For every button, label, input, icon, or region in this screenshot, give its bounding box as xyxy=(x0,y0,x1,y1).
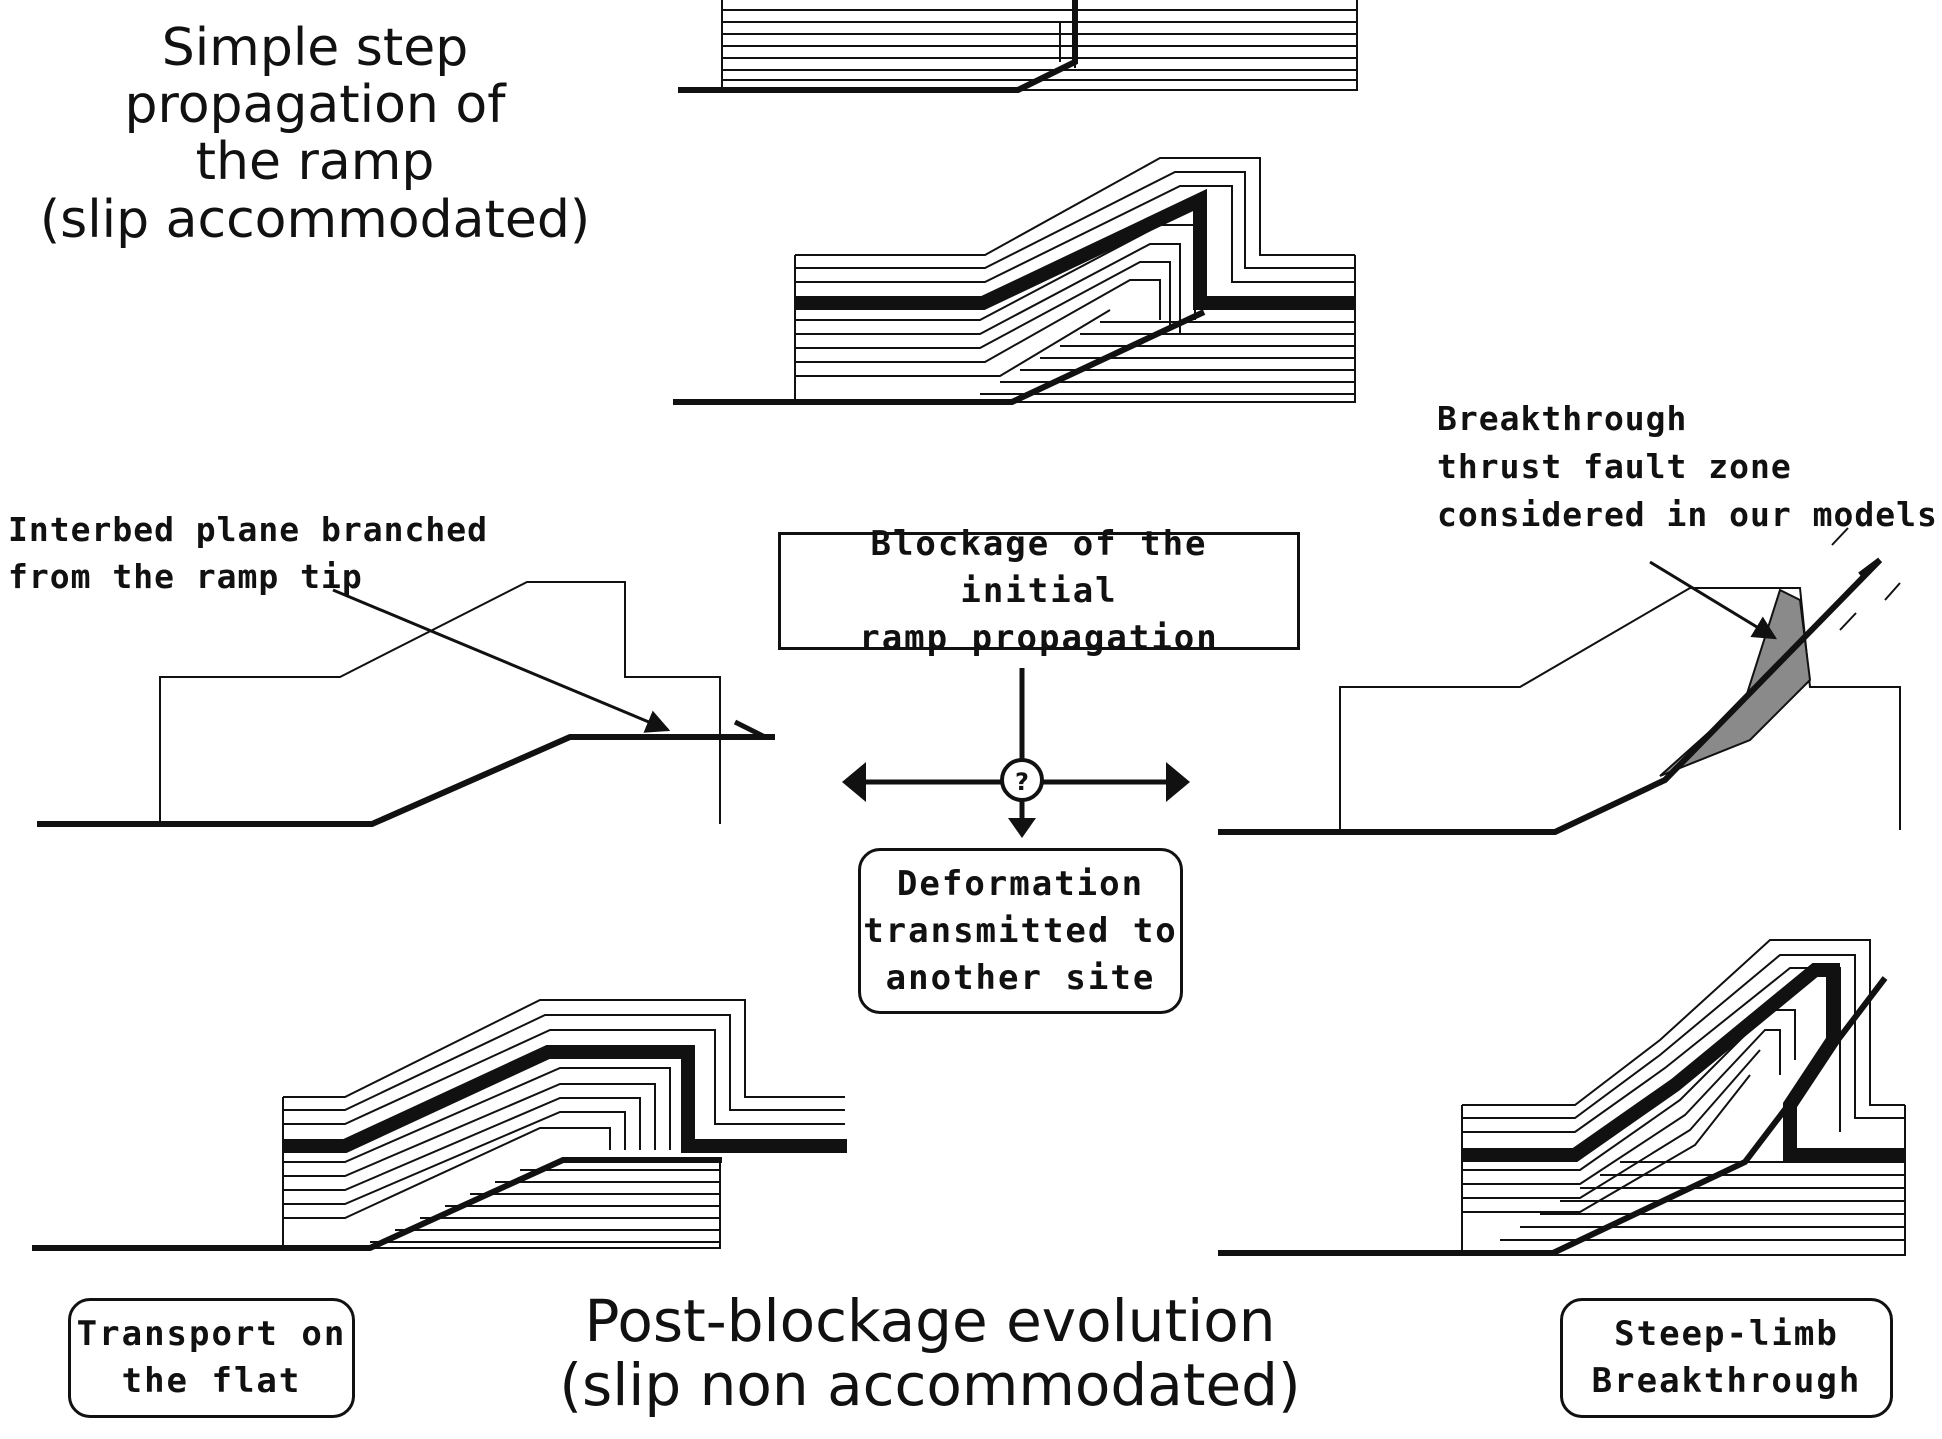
blockage-box: Blockage of the initial ramp propagation xyxy=(778,524,1300,658)
deformation-line-3: another site xyxy=(885,957,1156,998)
panel6-thrust-fault xyxy=(1218,976,1888,1256)
top-title-line-3: the ramp xyxy=(195,132,435,193)
panel6-marker-bed xyxy=(1462,963,1905,1162)
down-arrow-head xyxy=(1008,818,1036,838)
interbed-label-line-2: from the ramp tip xyxy=(8,557,363,596)
panel-simple-step xyxy=(673,157,1356,405)
top-title-line-2: propagation of xyxy=(124,75,506,136)
bottom-title-line-2: (slip non accommodated) xyxy=(559,1350,1301,1419)
steep-limb-line-1: Steep-limb xyxy=(1614,1314,1839,1354)
transport-on-flat-box: Transport on the flat xyxy=(68,1298,355,1418)
question-circle xyxy=(1000,758,1044,802)
panel6-footwall-beds xyxy=(1461,1105,1906,1256)
breakthrough-label-line-2: thrust fault zone xyxy=(1437,447,1792,486)
panel5-footwall-beds xyxy=(282,1097,721,1249)
decision-arrows xyxy=(842,668,1190,838)
blockage-line-2: ramp propagation xyxy=(859,617,1219,658)
panel1-beds xyxy=(721,0,1358,91)
panel-top-initial-ramp xyxy=(678,0,1358,93)
panel4-outline xyxy=(1339,587,1901,830)
blockage-line-1: Blockage of the initial xyxy=(870,523,1208,611)
left-arrow-head xyxy=(842,762,866,802)
panel5-marker-bed xyxy=(283,1045,847,1153)
transport-line-2: the flat xyxy=(121,1361,302,1401)
top-title-line-1: Simple step xyxy=(161,18,469,78)
interbed-label-line-1: Interbed plane branched xyxy=(8,510,488,549)
top-title-line-4: (slip accommodated) xyxy=(39,189,591,250)
question-mark: ? xyxy=(1015,768,1029,796)
panel-breakthrough-zone xyxy=(1218,527,1901,835)
top-title: Simple step propagation of the ramp (sli… xyxy=(15,18,615,250)
panel3-outline xyxy=(159,581,721,824)
panel3-branch-tick xyxy=(733,719,767,740)
steep-limb-line-2: Breakthrough xyxy=(1591,1361,1862,1401)
deformation-box: Deformation transmitted to another site xyxy=(858,848,1183,1014)
panel1-thrust-fault xyxy=(678,0,1078,93)
transport-line-1: Transport on xyxy=(76,1314,347,1354)
panel-transport-on-flat xyxy=(32,999,847,1251)
panel-steep-limb-breakthrough xyxy=(1218,939,1906,1256)
steep-limb-box: Steep-limb Breakthrough xyxy=(1560,1298,1893,1418)
panel2-footwall-beds xyxy=(794,255,1356,403)
panel2-marker-bed xyxy=(795,188,1355,310)
bottom-title-line-1: Post-blockage evolution xyxy=(584,1287,1276,1355)
panel6-hanging-wall-beds xyxy=(1462,939,1905,1213)
breakthrough-label-line-3: considered in our models xyxy=(1437,495,1938,534)
panel4-fault-tip xyxy=(1858,557,1882,578)
right-arrow-head xyxy=(1166,762,1190,802)
panel-interbed-plane xyxy=(37,581,775,827)
deformation-line-1: Deformation xyxy=(896,863,1145,904)
deformation-line-2: transmitted to xyxy=(863,910,1178,951)
interbed-pointer-arrow xyxy=(332,588,671,733)
breakthrough-zone-fill xyxy=(1659,588,1812,777)
panel2-thrust-fault xyxy=(673,309,1206,405)
breakthrough-pointer-arrow xyxy=(1649,560,1778,640)
interbed-plane-label: Interbed plane branched from the ramp ti… xyxy=(8,506,488,600)
breakthrough-label-line-1: Breakthrough xyxy=(1437,399,1688,438)
bottom-title: Post-blockage evolution (slip non accomm… xyxy=(520,1287,1340,1419)
breakthrough-zone-label: Breakthrough thrust fault zone considere… xyxy=(1437,395,1938,539)
panel4-dash-marks xyxy=(1831,527,1901,631)
panel5-thrust-fault xyxy=(32,1157,722,1251)
panel5-hanging-wall-beds xyxy=(283,999,845,1219)
panel4-thrust-fault xyxy=(1218,557,1883,835)
panel3-flat-fault xyxy=(37,734,775,827)
